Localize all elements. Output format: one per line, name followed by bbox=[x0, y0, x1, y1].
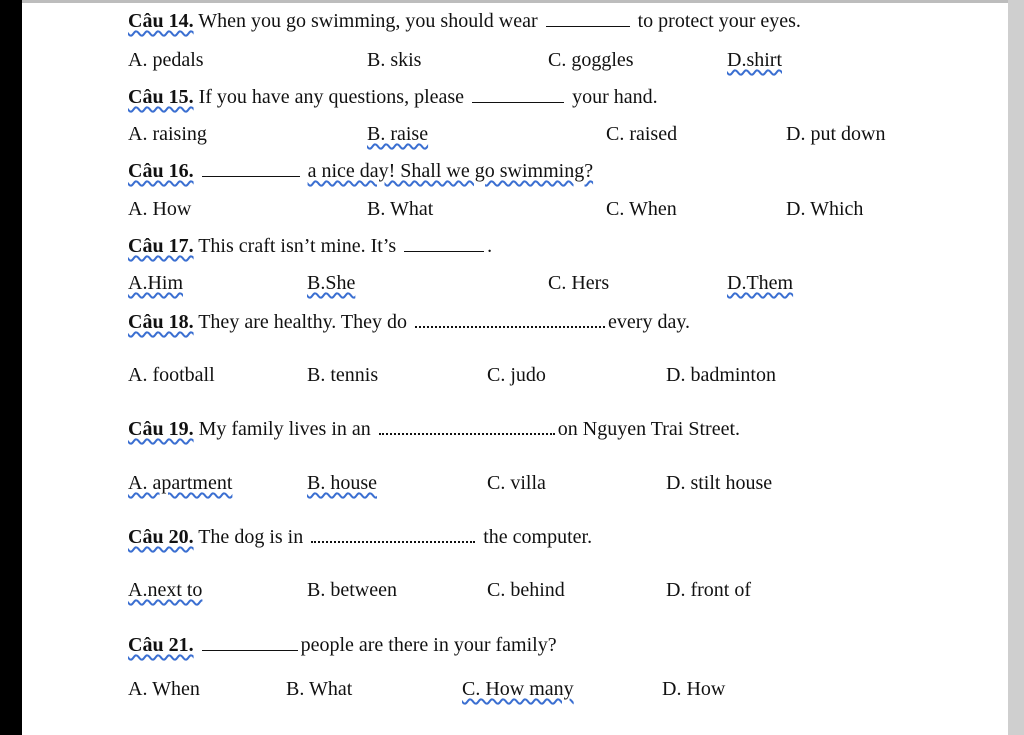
question-number: Câu 18. bbox=[128, 311, 194, 333]
answer-blank bbox=[201, 160, 300, 177]
answer-blank bbox=[472, 86, 565, 103]
option-a: A. apartment bbox=[128, 472, 233, 494]
question-text-before: This craft isn’t mine. It’s bbox=[198, 235, 397, 257]
question-text-after: . bbox=[487, 235, 493, 257]
answer-blank bbox=[545, 10, 630, 27]
option-d: D. badminton bbox=[666, 364, 776, 386]
option-d: D. front of bbox=[666, 579, 751, 601]
question-text-before: When you go swimming, you should wear bbox=[198, 10, 538, 32]
option-d: D. How bbox=[662, 678, 726, 700]
option-a: A. How bbox=[128, 198, 192, 220]
option-c: C. Hers bbox=[548, 272, 610, 294]
option-c: C. goggles bbox=[548, 49, 634, 71]
option-d: D. Which bbox=[786, 198, 864, 220]
question-19: Câu 19. My family lives in an on Nguyen … bbox=[128, 417, 740, 441]
option-b: B. What bbox=[367, 198, 434, 220]
option-d: D.Them bbox=[727, 272, 794, 294]
option-c: C. judo bbox=[487, 364, 546, 386]
option-c: C. When bbox=[606, 198, 677, 220]
option-a: A. pedals bbox=[128, 49, 204, 71]
question-text-after: to protect your eyes. bbox=[637, 10, 801, 32]
top-border bbox=[22, 0, 1008, 3]
question-number: Câu 19. bbox=[128, 418, 194, 440]
option-b: B. tennis bbox=[307, 364, 379, 386]
question-17: Câu 17. This craft isn’t mine. It’s . bbox=[128, 234, 492, 258]
option-a: A. raising bbox=[128, 123, 207, 145]
question-text-after: every day. bbox=[608, 311, 691, 333]
question-text-before: My family lives in an bbox=[198, 418, 371, 440]
question-16: Câu 16. a nice day! Shall we go swimming… bbox=[128, 159, 593, 183]
question-text-after: people are there in your family? bbox=[300, 634, 557, 656]
question-number: Câu 20. bbox=[128, 526, 194, 548]
question-text-after: the computer. bbox=[483, 526, 593, 548]
question-number: Câu 15. bbox=[128, 86, 194, 108]
right-border bbox=[1008, 0, 1024, 735]
question-text-after: a nice day! Shall we go swimming? bbox=[307, 160, 594, 182]
question-14: Câu 14. When you go swimming, you should… bbox=[128, 9, 801, 33]
question-number: Câu 16. bbox=[128, 160, 194, 182]
option-c: C. How many bbox=[462, 678, 574, 700]
answer-blank bbox=[378, 417, 555, 435]
option-a: A.Him bbox=[128, 272, 183, 294]
option-b: B. What bbox=[286, 678, 353, 700]
option-b: B. between bbox=[307, 579, 397, 601]
question-text-after: your hand. bbox=[572, 86, 658, 108]
option-c: C. raised bbox=[606, 123, 678, 145]
question-number: Câu 21. bbox=[128, 634, 194, 656]
question-text-after: on Nguyen Trai Street. bbox=[557, 418, 740, 440]
answer-blank bbox=[415, 310, 606, 328]
left-border bbox=[0, 0, 22, 735]
question-number: Câu 14. bbox=[128, 10, 194, 32]
option-b: B. house bbox=[307, 472, 377, 494]
question-18: Câu 18. They are healthy. They do every … bbox=[128, 310, 690, 334]
option-c: C. behind bbox=[487, 579, 565, 601]
question-text-before: They are healthy. They do bbox=[198, 311, 408, 333]
option-d: D. put down bbox=[786, 123, 886, 145]
question-15: Câu 15. If you have any questions, pleas… bbox=[128, 85, 658, 109]
question-text-before: If you have any questions, please bbox=[198, 86, 465, 108]
option-b: B. raise bbox=[367, 123, 429, 145]
question-text-before: The dog is in bbox=[198, 526, 304, 548]
question-21: Câu 21. people are there in your family? bbox=[128, 633, 557, 657]
option-a: A. When bbox=[128, 678, 200, 700]
answer-blank bbox=[201, 634, 298, 651]
answer-blank bbox=[311, 525, 476, 543]
option-a: A.next to bbox=[128, 579, 203, 601]
answer-blank bbox=[404, 235, 485, 252]
question-20: Câu 20. The dog is in the computer. bbox=[128, 525, 592, 549]
option-d: D. stilt house bbox=[666, 472, 773, 494]
option-d: D.shirt bbox=[727, 49, 782, 71]
option-c: C. villa bbox=[487, 472, 546, 494]
option-b: B. skis bbox=[367, 49, 422, 71]
option-b: B.She bbox=[307, 272, 356, 294]
question-number: Câu 17. bbox=[128, 235, 194, 257]
option-a: A. football bbox=[128, 364, 215, 386]
